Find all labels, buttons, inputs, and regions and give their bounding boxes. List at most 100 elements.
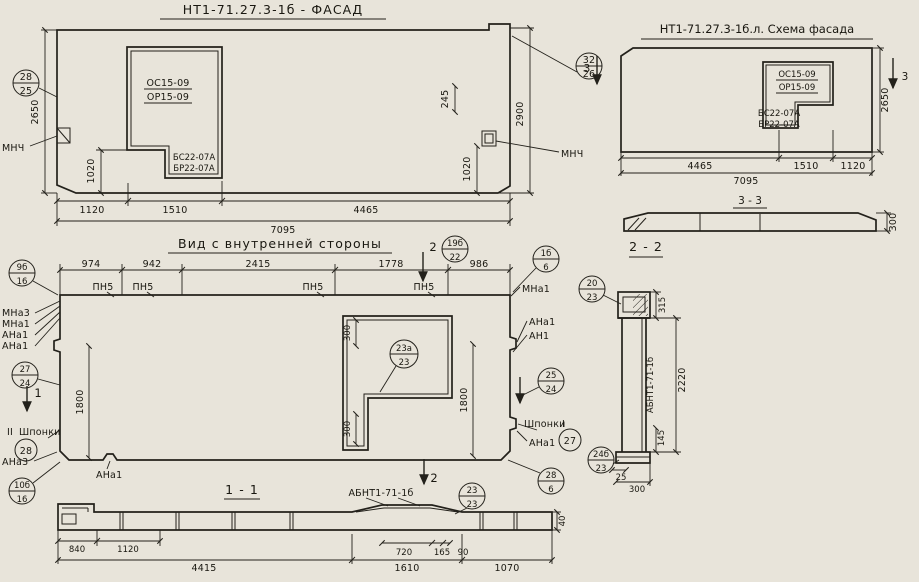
svg-text:23: 23	[587, 293, 598, 303]
section-1-1-dims-rowB: 4415 1610 1070	[54, 530, 556, 574]
svg-text:32: 32	[583, 55, 596, 66]
label-mnch-right: МНЧ	[495, 140, 583, 160]
callout-27-24: 27 24	[11, 361, 61, 389]
sill-mark-bs: БС22-07А	[173, 153, 215, 163]
svg-text:300: 300	[343, 325, 353, 341]
label-ana1-bottom: АНа1	[96, 460, 122, 481]
svg-text:2650: 2650	[880, 88, 891, 113]
svg-text:19б: 19б	[447, 239, 463, 249]
section-1-1-outline	[57, 503, 553, 531]
svg-text:25: 25	[20, 86, 33, 97]
dim-720: 720	[396, 548, 412, 558]
section-2-2-title: 2 - 2	[629, 239, 663, 254]
callout-23-23: 23 23	[454, 482, 486, 515]
svg-text:АНа1: АНа1	[529, 438, 555, 449]
section-mark-1-left: 1	[22, 386, 42, 413]
svg-text:1800: 1800	[75, 390, 86, 415]
dim-165: 165	[434, 548, 450, 558]
facade-title: НТ1-71.27.3-1б - ФАСАД	[183, 2, 363, 17]
svg-text:2: 2	[430, 471, 437, 485]
svg-text:24: 24	[546, 385, 557, 395]
inner-title: Вид с внутренней стороны	[178, 236, 382, 251]
section-mark-2-bottom: 2	[419, 459, 438, 486]
schema-dims-bottom: 4465 1510 1120 7095	[617, 130, 876, 187]
dim-1510s: 1510	[794, 161, 819, 172]
svg-text:6: 6	[543, 263, 548, 273]
svg-text:26: 26	[583, 69, 596, 80]
svg-text:300: 300	[629, 485, 645, 495]
dim-840: 840	[69, 545, 85, 555]
section-3-3-view: 3 - 3 300	[623, 195, 899, 235]
label-abnt-2-2: АБНТ1-71-1б	[646, 357, 656, 413]
callout-28-6: 28 6	[507, 459, 565, 495]
label-ana3: АНа3	[2, 451, 58, 468]
callout-1b-6: 1б 6	[512, 245, 560, 293]
facade-view: НТ1-71.27.3-1б - ФАСАД ОС15-09 ОР15-09 Б…	[2, 2, 603, 236]
svg-text:3: 3	[584, 63, 591, 75]
facade-dim-sill-right: 1020	[462, 142, 481, 197]
dim-1778: 1778	[379, 259, 404, 270]
callout-10b-16: 10б 16	[8, 461, 61, 505]
schema-panel-outline	[620, 47, 873, 153]
schema-window-mark-os: ОС15-09	[778, 70, 815, 80]
label-mna1-top-right: МНа1	[510, 284, 550, 297]
section-mark-3-left: 3	[584, 56, 602, 86]
section-1-1-view: 1 - 1 АБНТ1-71-1б 840 1120	[54, 482, 568, 574]
svg-text:20: 20	[587, 279, 598, 289]
callout-9b-16: 9б 16	[8, 259, 59, 296]
shponki-label-right: Шпонки	[524, 419, 566, 430]
svg-text:16: 16	[17, 277, 28, 287]
schema-title: НТ1-71.27.3-1б.л. Схема фасада	[660, 22, 854, 36]
dim-986: 986	[470, 259, 489, 270]
section-1-1-dims-ridge: 720 165 90	[378, 539, 468, 558]
schema-window-mark-or: ОР15-09	[779, 83, 816, 93]
dim-1510: 1510	[163, 205, 188, 216]
section-mark-3-right: 3	[888, 58, 909, 90]
svg-text:22: 22	[450, 253, 461, 263]
dim-2415: 2415	[246, 259, 271, 270]
dim-1070: 1070	[495, 563, 520, 574]
dim-7095: 7095	[271, 225, 296, 236]
svg-text:145: 145	[657, 430, 667, 446]
svg-text:1б: 1б	[541, 249, 552, 259]
svg-text:2220: 2220	[677, 368, 688, 393]
svg-text:МНа3: МНа3	[2, 308, 30, 319]
facade-panel-outline	[56, 23, 511, 194]
dim-25: 25	[608, 466, 630, 483]
callout-25-24: 25 24	[520, 367, 565, 397]
dim-315: 315	[650, 288, 668, 322]
label-abnt-1-1: АБНТ1-71-1б	[348, 488, 421, 507]
svg-text:6: 6	[548, 485, 553, 495]
window-mark-or: ОР15-09	[147, 92, 189, 103]
svg-text:9б: 9б	[17, 263, 28, 273]
svg-text:3: 3	[902, 71, 909, 83]
labels-anchors-right: АНа1 АН1	[512, 317, 555, 353]
schema-dim-height: 2650	[872, 44, 891, 156]
svg-text:23: 23	[467, 500, 478, 510]
schema-sill-mark-bs: БС22-07А	[758, 109, 800, 119]
sill-mark-br: БР22-07А	[173, 164, 215, 174]
svg-text:АНа3: АНа3	[2, 457, 28, 468]
shponki-left-group: II Шпонки 28	[7, 427, 61, 462]
shponki-label-left: Шпонки	[19, 427, 61, 438]
facade-anchor-left	[56, 127, 71, 144]
dim-4465: 4465	[354, 205, 379, 216]
callout-19b-22: 19б 22	[441, 235, 469, 263]
svg-text:МНа1: МНа1	[522, 284, 550, 295]
facade-dim-height-right: 2900	[498, 24, 534, 197]
svg-text:ПН5: ПН5	[133, 282, 154, 293]
svg-text:315: 315	[658, 297, 668, 313]
dim-145: 145	[652, 424, 667, 456]
svg-text:300: 300	[343, 421, 353, 437]
svg-text:16: 16	[17, 495, 28, 505]
svg-text:23: 23	[399, 358, 410, 368]
dim-1120b: 1120	[117, 545, 139, 555]
section-2-2-body	[615, 291, 651, 464]
svg-text:23: 23	[467, 486, 478, 496]
svg-text:2650: 2650	[30, 100, 41, 125]
svg-text:1020: 1020	[462, 157, 473, 182]
svg-text:АН1: АН1	[529, 331, 549, 342]
svg-text:АНа1: АНа1	[96, 470, 122, 481]
svg-text:1020: 1020	[86, 159, 97, 184]
